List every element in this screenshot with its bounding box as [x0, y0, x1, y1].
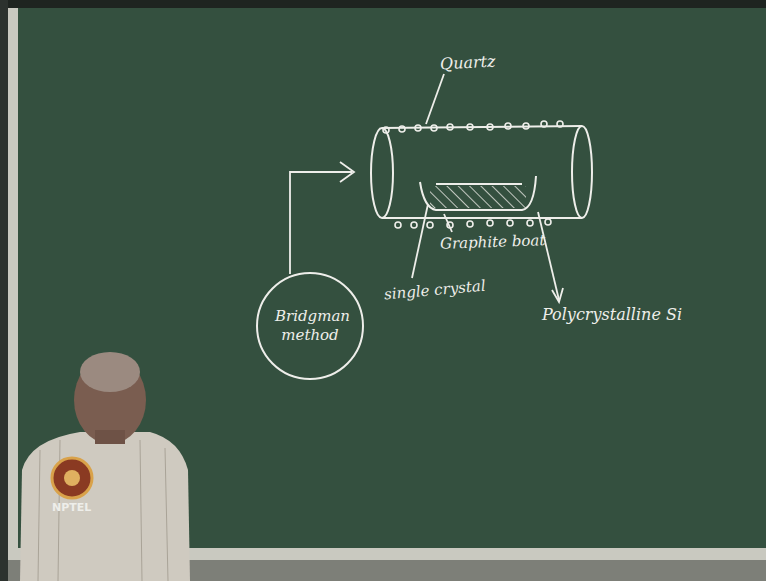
part-label: Polycrystalline Si	[542, 306, 682, 324]
node-text: Bridgman method	[275, 307, 345, 345]
watermark: NPTEL	[52, 502, 91, 514]
part-label: Quartz	[440, 53, 496, 73]
method-circle: Bridgman method	[256, 272, 364, 380]
part-label: Graphite boat	[440, 232, 546, 252]
